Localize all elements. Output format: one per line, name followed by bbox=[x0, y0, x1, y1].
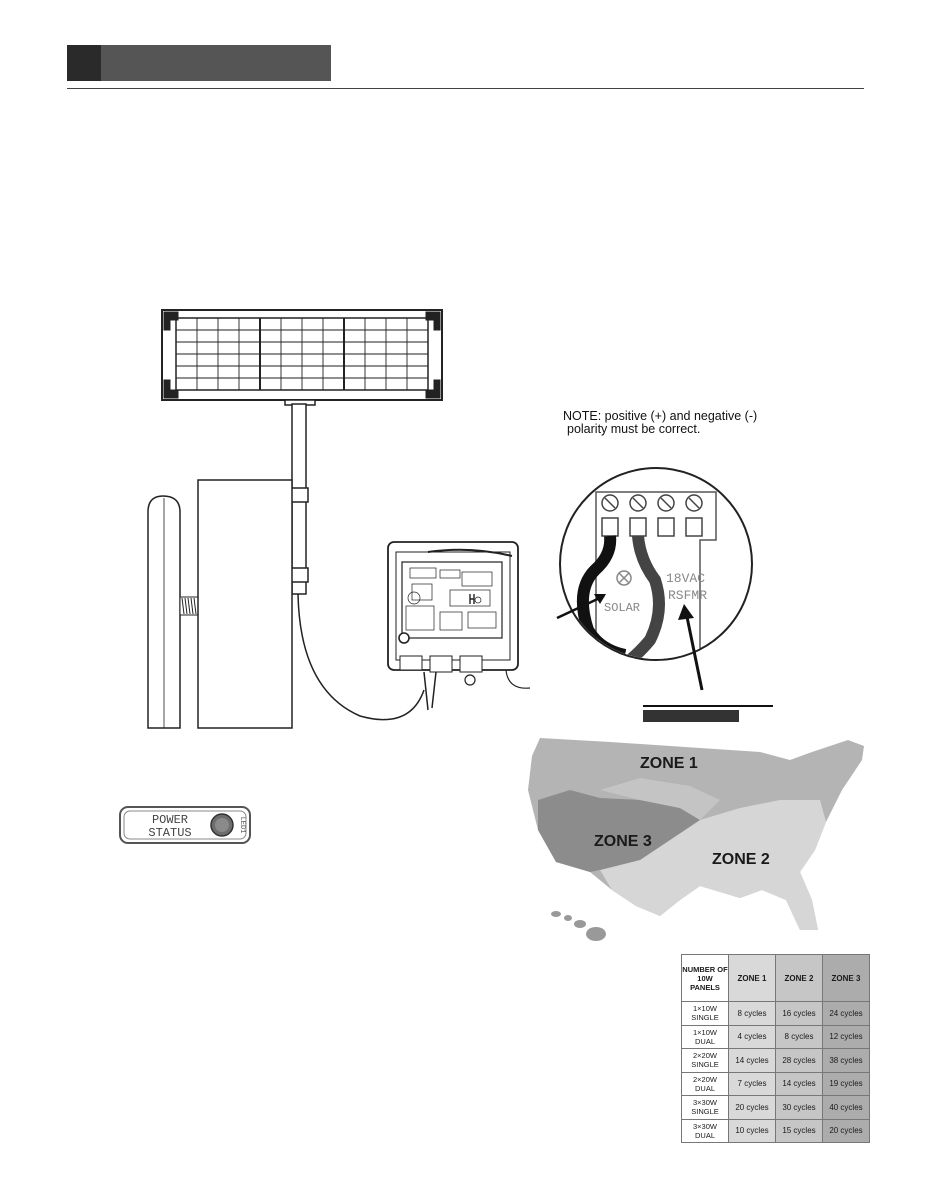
charging-cycles-table: NUMBER OF 10W PANELS ZONE 1 ZONE 2 ZONE … bbox=[681, 954, 870, 1143]
terminal-zoom-detail: SOLAR 18VAC RSFMR bbox=[556, 467, 753, 691]
zone2-label: ZONE 2 bbox=[712, 851, 770, 868]
table-cell: 1×10W SINGLE bbox=[681, 1001, 729, 1026]
polarity-note: NOTE: positive (+) and negative (-) pola… bbox=[563, 410, 823, 436]
header-zone1: ZONE 1 bbox=[728, 954, 776, 1002]
table-cell: 38 cycles bbox=[822, 1048, 870, 1073]
header-zone2: ZONE 2 bbox=[775, 954, 823, 1002]
table-cell: 20 cycles bbox=[822, 1118, 870, 1143]
solar-cable bbox=[297, 593, 425, 721]
table-cell: 19 cycles bbox=[822, 1071, 870, 1096]
solar-terminal-label: SOLAR bbox=[604, 601, 640, 615]
zone3-label: ZONE 3 bbox=[594, 833, 652, 850]
power-status-indicator: POWER STATUS LED1 bbox=[119, 806, 251, 844]
table-cell: 7 cycles bbox=[728, 1071, 776, 1096]
table-row: 2×20W DUAL 7 cycles 14 cycles 19 cycles bbox=[681, 1071, 870, 1096]
table-cell: 12 cycles bbox=[822, 1024, 870, 1049]
header-panels: NUMBER OF 10W PANELS bbox=[681, 954, 729, 1002]
label-box bbox=[643, 710, 739, 722]
table-row: 3×30W SINGLE 20 cycles 30 cycles 40 cycl… bbox=[681, 1095, 870, 1120]
table-cell: 16 cycles bbox=[775, 1001, 823, 1026]
table-row: 1×10W SINGLE 8 cycles 16 cycles 24 cycle… bbox=[681, 1001, 870, 1026]
table-header-row: NUMBER OF 10W PANELS ZONE 1 ZONE 2 ZONE … bbox=[681, 954, 870, 1002]
table-cell: 3×30W DUAL bbox=[681, 1118, 729, 1143]
table-cell: 2×20W DUAL bbox=[681, 1071, 729, 1096]
table-cell: 8 cycles bbox=[775, 1024, 823, 1049]
section-header-bar bbox=[67, 45, 331, 81]
solar-panel-image bbox=[161, 309, 443, 401]
control-box-image bbox=[387, 541, 531, 711]
table-cell: 40 cycles bbox=[822, 1095, 870, 1120]
power-status-line1: POWER bbox=[152, 813, 188, 827]
section-header-tab bbox=[67, 45, 101, 81]
table-row: 1×10W DUAL 4 cycles 8 cycles 12 cycles bbox=[681, 1024, 870, 1049]
header-zone3: ZONE 3 bbox=[822, 954, 870, 1002]
table-cell: 4 cycles bbox=[728, 1024, 776, 1049]
zone1-label: ZONE 1 bbox=[640, 755, 698, 772]
table-cell: 30 cycles bbox=[775, 1095, 823, 1120]
table-cell: 8 cycles bbox=[728, 1001, 776, 1026]
polarity-note-line1: NOTE: positive (+) and negative (-) bbox=[563, 409, 758, 423]
polarity-note-line2: polarity must be correct. bbox=[567, 422, 701, 436]
power-status-line2: STATUS bbox=[148, 826, 191, 840]
table-cell: 24 cycles bbox=[822, 1001, 870, 1026]
table-row: 3×30W DUAL 10 cycles 15 cycles 20 cycles bbox=[681, 1118, 870, 1143]
table-cell: 14 cycles bbox=[775, 1071, 823, 1096]
table-cell: 14 cycles bbox=[728, 1048, 776, 1073]
table-cell: 28 cycles bbox=[775, 1048, 823, 1073]
gate-post bbox=[147, 479, 293, 729]
led-label: LED1 bbox=[238, 817, 246, 834]
table-cell: 10 cycles bbox=[728, 1118, 776, 1143]
vac-terminal-label: 18VAC bbox=[666, 571, 705, 586]
table-cell: 20 cycles bbox=[728, 1095, 776, 1120]
table-cell: 2×20W SINGLE bbox=[681, 1048, 729, 1073]
header-divider bbox=[67, 88, 864, 89]
us-zone-map: ZONE 1 ZONE 3 ZONE 2 bbox=[528, 738, 864, 941]
table-cell: 15 cycles bbox=[775, 1118, 823, 1143]
table-cell: 1×10W DUAL bbox=[681, 1024, 729, 1049]
xfmr-terminal-label: RSFMR bbox=[668, 588, 707, 603]
table-cell: 3×30W SINGLE bbox=[681, 1095, 729, 1120]
table-row: 2×20W SINGLE 14 cycles 28 cycles 38 cycl… bbox=[681, 1048, 870, 1073]
